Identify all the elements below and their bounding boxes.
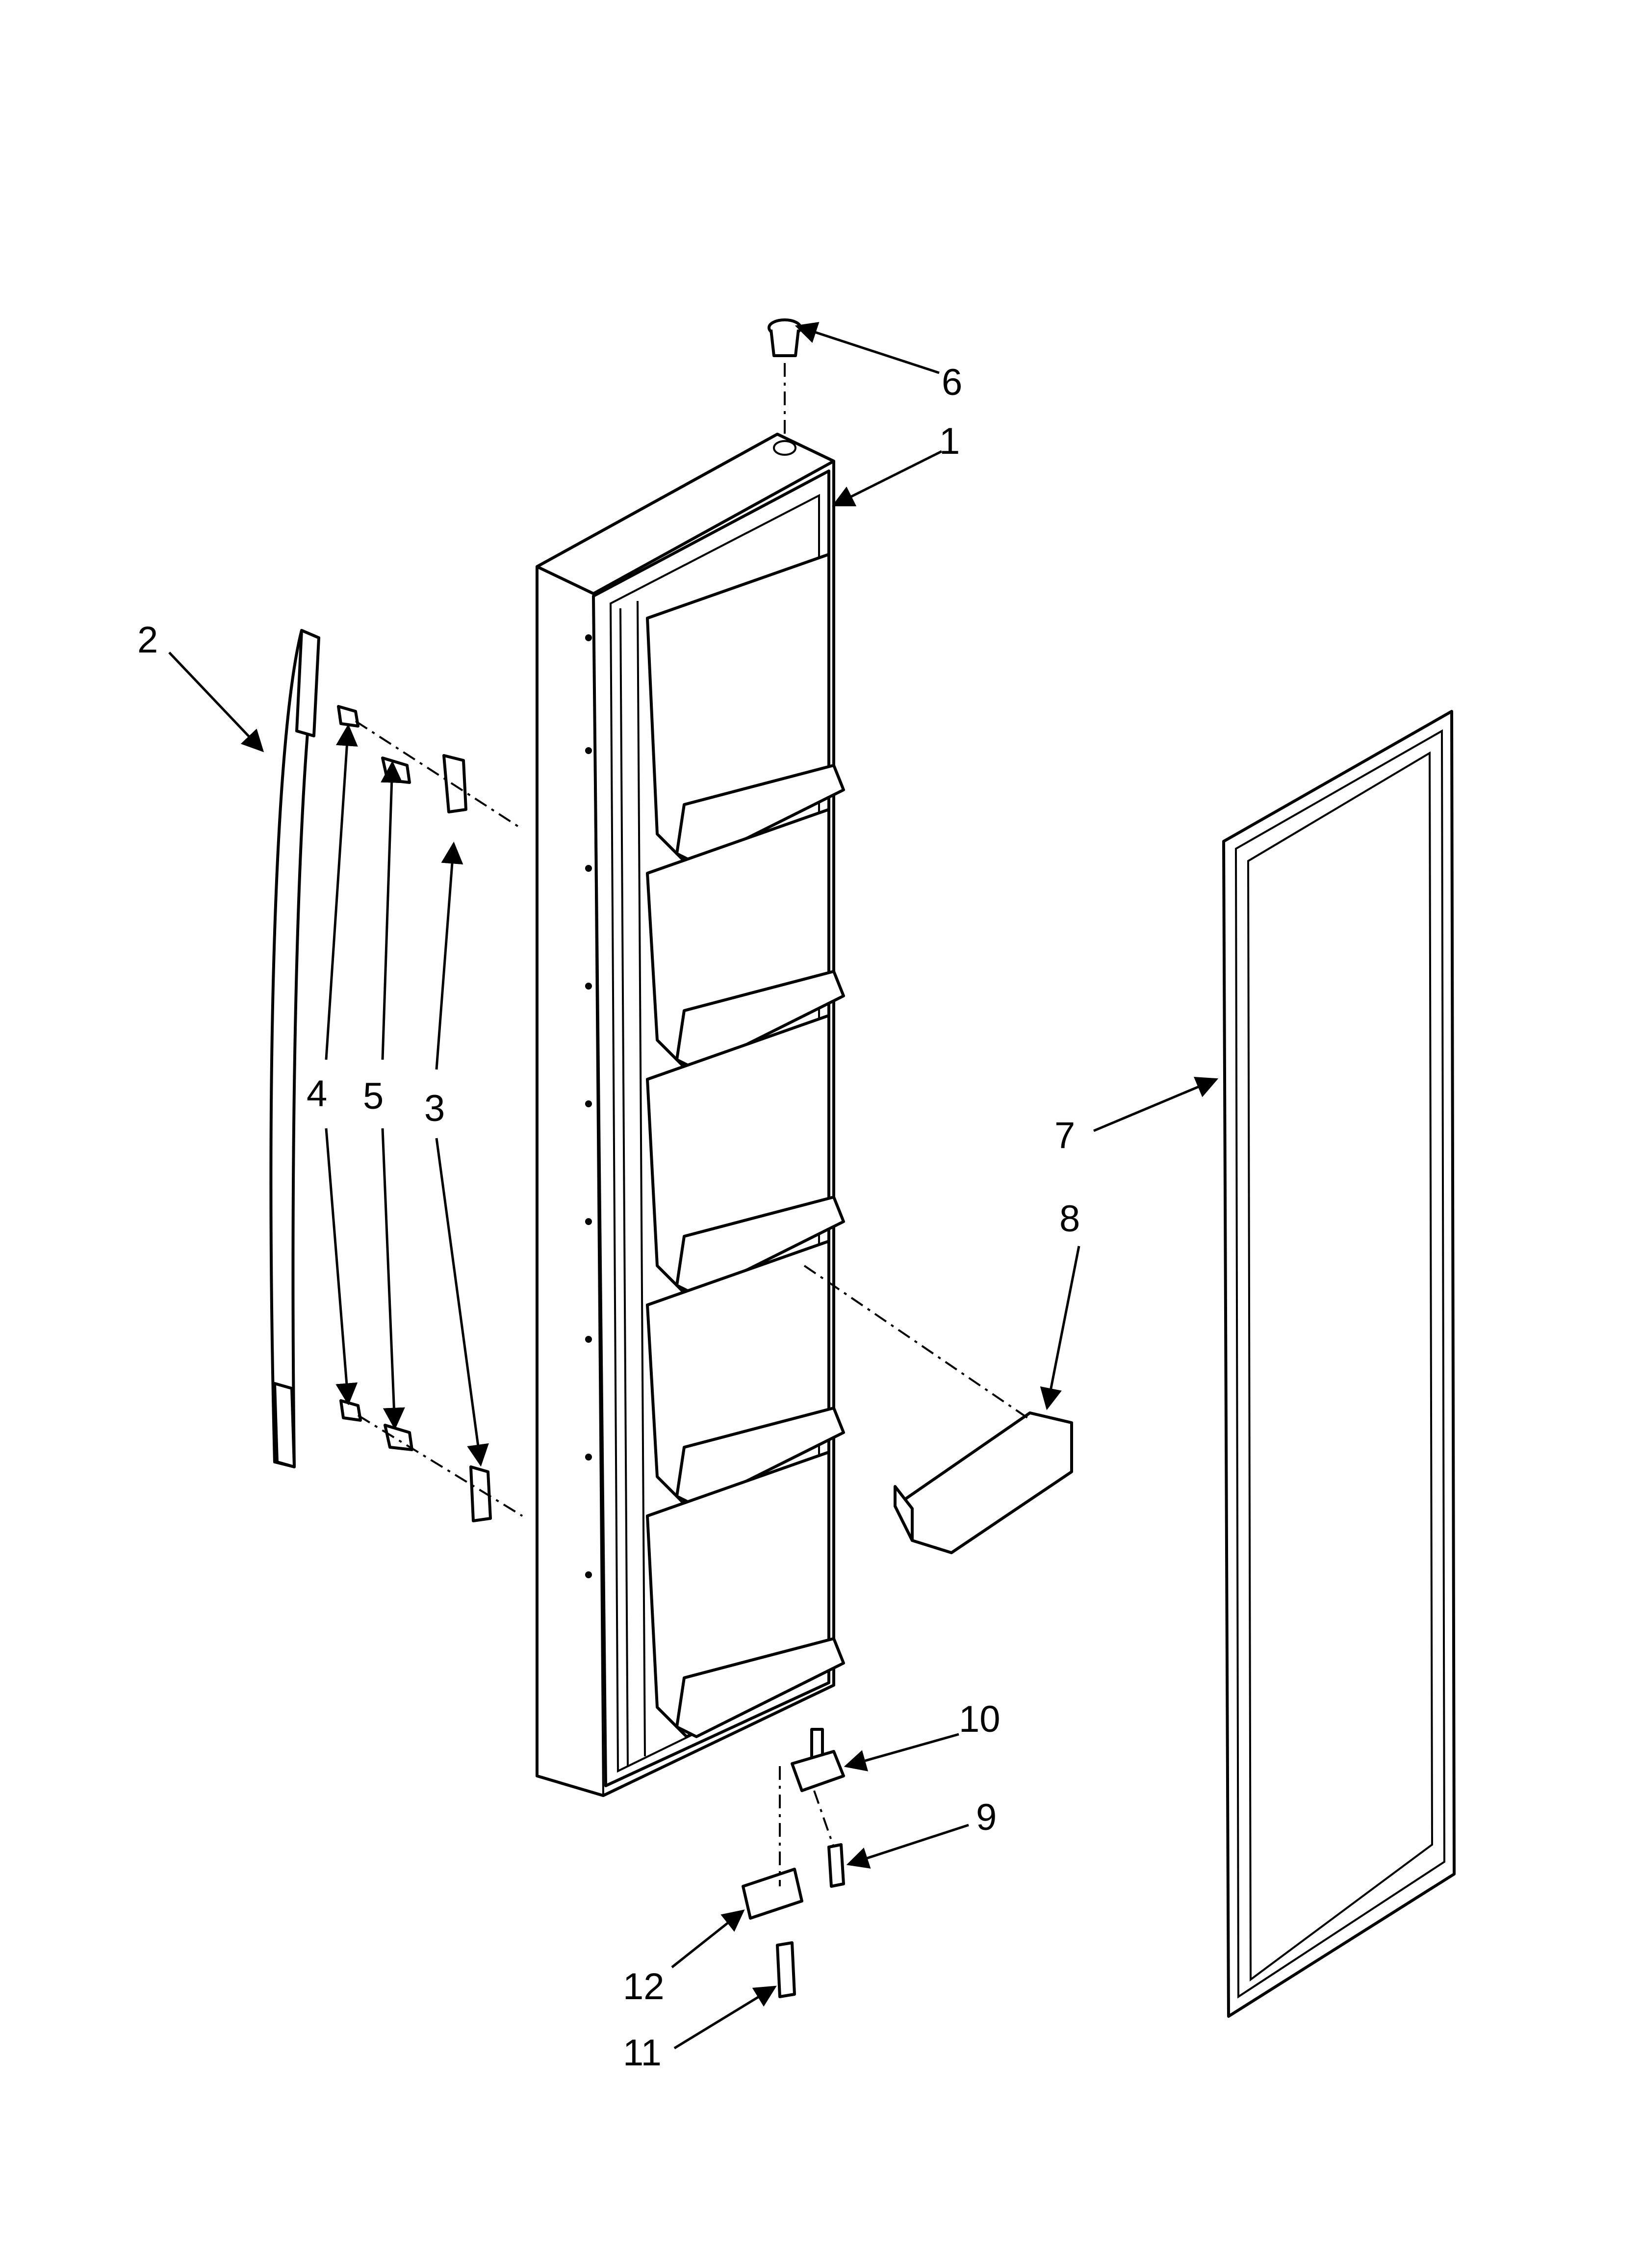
liner-screw-holes [585, 634, 592, 1578]
callout-labels: 1 2 3 4 5 6 7 8 9 10 11 12 [137, 362, 1080, 2074]
callout-2: 2 [137, 619, 158, 661]
callout-10: 10 [959, 1698, 1001, 1740]
callout-3: 3 [424, 1088, 445, 1129]
callout-11: 11 [623, 2032, 662, 2074]
callout-5: 5 [363, 1075, 384, 1117]
door-handle [269, 629, 320, 1468]
callout-6: 6 [942, 362, 962, 403]
door-gasket [1222, 710, 1456, 2018]
door-bin [803, 1265, 1073, 1554]
callout-7: 7 [1054, 1115, 1075, 1156]
callout-12: 12 [623, 1966, 665, 2007]
callout-8: 8 [1059, 1198, 1080, 1240]
leader-lines [168, 322, 1219, 2050]
callout-9: 9 [976, 1797, 997, 1838]
door-shelves [646, 553, 845, 1738]
callout-1: 1 [939, 420, 960, 462]
callout-4: 4 [307, 1073, 327, 1115]
hinge-bushing [768, 318, 802, 437]
door-assembly [536, 433, 845, 1797]
bottom-hinge-hardware [742, 1728, 845, 1998]
